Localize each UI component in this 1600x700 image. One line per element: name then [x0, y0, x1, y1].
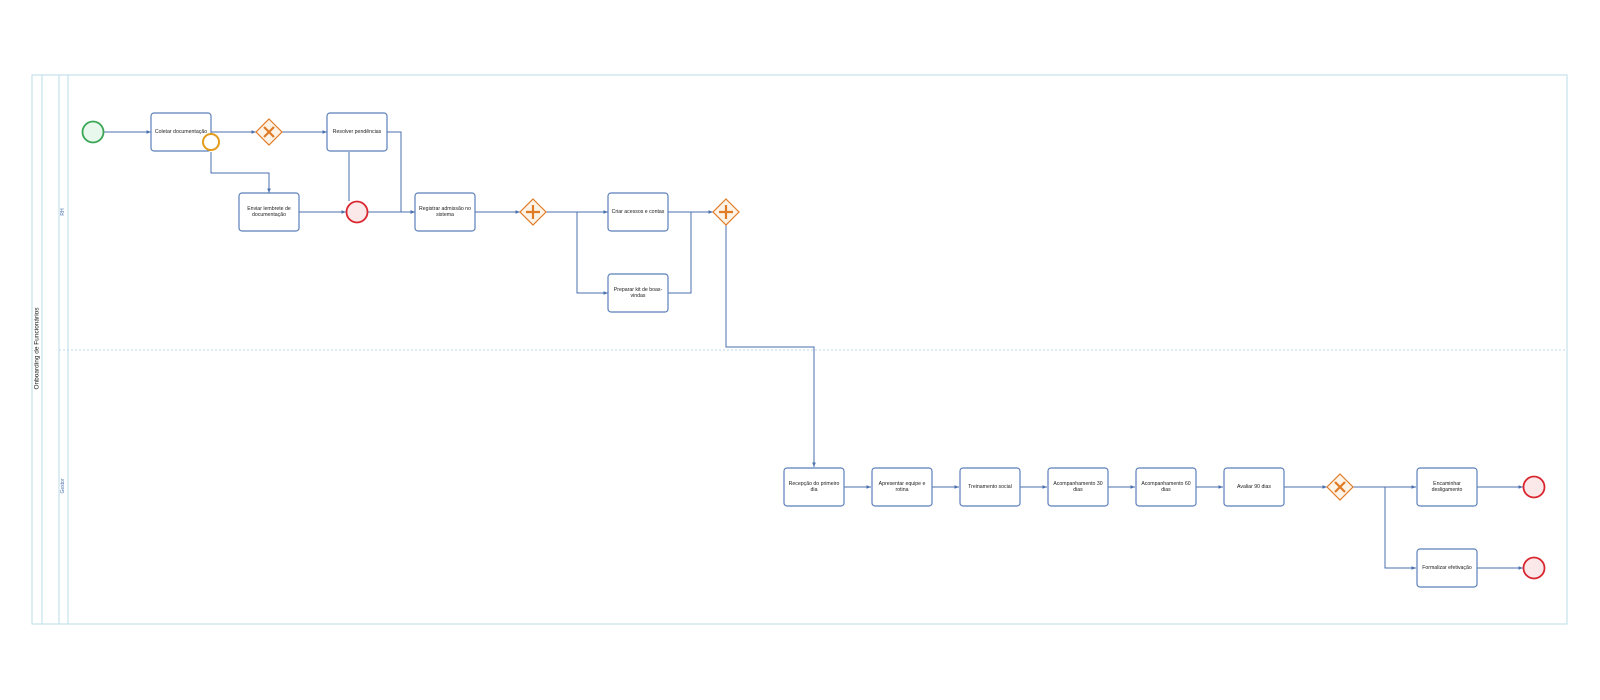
task-label: Registrar admissão no sistema	[419, 205, 471, 218]
parallel-gateway-split[interactable]	[519, 198, 547, 226]
end-event-efetivacao[interactable]	[1522, 556, 1546, 580]
pool-label: Onboarding de Funcionários	[33, 307, 41, 390]
exclusive-gateway-avaliacao[interactable]	[1326, 473, 1354, 501]
end-event-desligamento[interactable]	[1522, 475, 1546, 499]
task-label: Recepção do primeiro dia	[788, 480, 840, 493]
plus-icon	[526, 205, 540, 219]
task-label: Acompanhamento 30 dias	[1053, 480, 1103, 493]
task-criar-acessos[interactable]	[607, 192, 669, 232]
task-coletar-documentacao[interactable]	[150, 112, 212, 152]
sequence-flows	[104, 130, 1523, 570]
flow-timer-enviar	[210, 152, 271, 193]
task-label: Resolver pendências	[332, 128, 382, 135]
lane-label-rh: RH	[60, 208, 66, 216]
task-avaliar-90[interactable]	[1223, 467, 1285, 507]
task-label: Treinamento social	[968, 483, 1012, 490]
task-registrar-admissao[interactable]	[414, 192, 476, 232]
task-acompanhamento-60[interactable]	[1135, 467, 1197, 507]
task-enviar-lembrete[interactable]	[238, 192, 300, 232]
task-resolver-pendencias[interactable]	[326, 112, 388, 152]
task-formalizar-efetivacao[interactable]	[1416, 548, 1478, 588]
task-apresentar-equipe[interactable]	[871, 467, 933, 507]
task-label: Encaminhar desligamento	[1431, 480, 1463, 493]
task-preparar-kit[interactable]	[607, 273, 669, 313]
flow-gw2-preparar	[576, 212, 608, 295]
task-label: Preparar kit de boas-vindas	[613, 286, 663, 299]
x-icon	[1334, 481, 1346, 493]
task-recepcao[interactable]	[783, 467, 845, 507]
task-label: Coletar documentação	[154, 128, 208, 135]
flow-gw3-recepcao	[725, 225, 816, 467]
flow-resolver-registrar	[387, 131, 415, 214]
x-icon	[263, 126, 275, 138]
flow-gw4-formalizar	[1384, 487, 1416, 570]
task-encaminhar-desligamento[interactable]	[1416, 467, 1478, 507]
task-label: Avaliar 90 dias	[1237, 483, 1271, 490]
lane-label-gestor: Gestor	[60, 478, 66, 494]
task-label: Acompanhamento 60 dias	[1141, 480, 1191, 493]
task-label: Formalizar efetivação	[1422, 564, 1472, 571]
task-label: Criar acessos e contas	[611, 208, 665, 215]
task-acompanhamento-30[interactable]	[1047, 467, 1109, 507]
task-label: Enviar lembrete de documentação	[247, 205, 291, 218]
flow-preparar-gw3	[668, 212, 692, 294]
pool	[31, 74, 1568, 625]
task-label: Apresentar equipe e rotina	[878, 480, 926, 493]
exclusive-gateway-1[interactable]	[255, 118, 283, 146]
end-event-rh[interactable]	[345, 200, 369, 224]
plus-icon	[719, 205, 733, 219]
parallel-gateway-join[interactable]	[712, 198, 740, 226]
timer-boundary-event[interactable]	[202, 133, 220, 151]
task-treinamento[interactable]	[959, 467, 1021, 507]
start-event[interactable]	[81, 120, 105, 144]
